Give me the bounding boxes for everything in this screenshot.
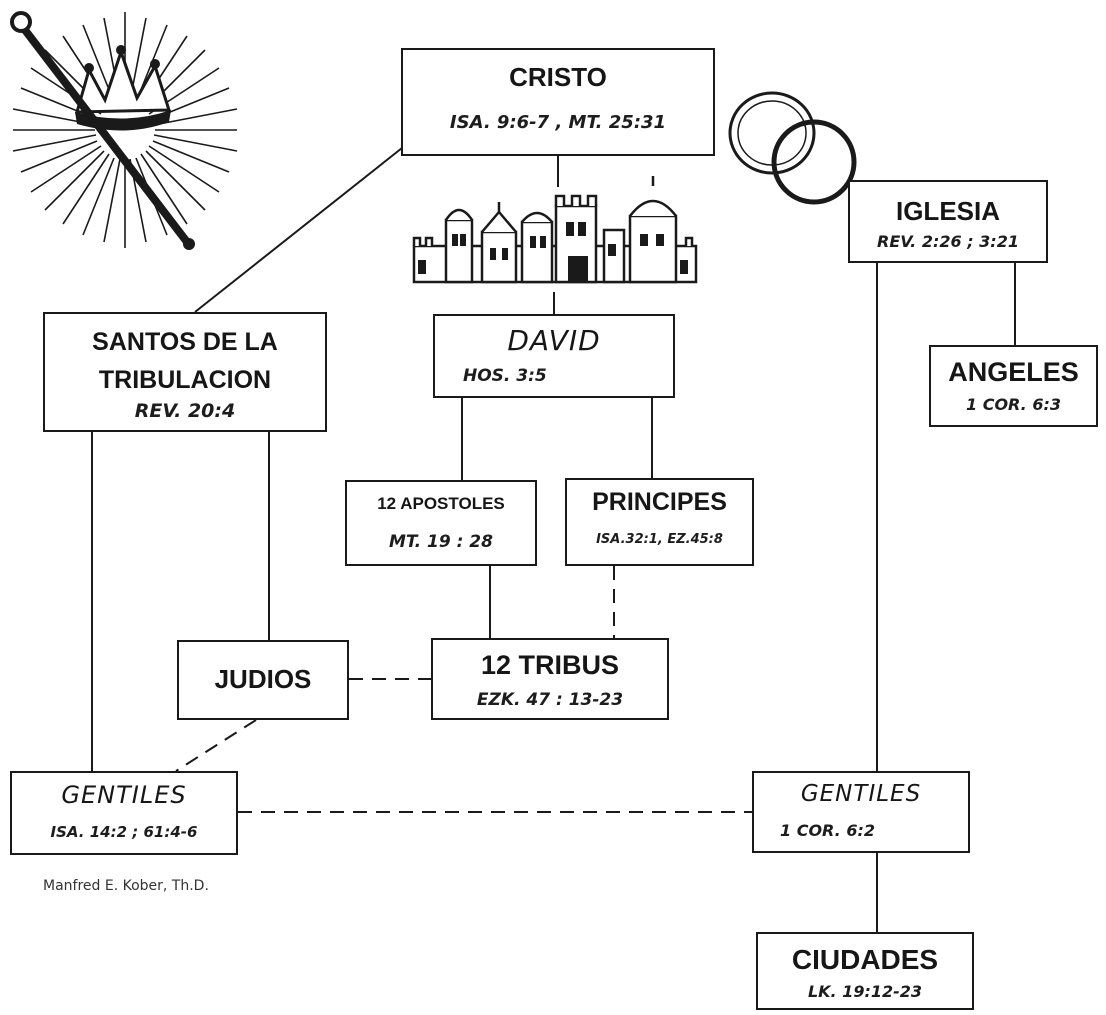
- node-principes-title: PRINCIPES: [592, 488, 727, 516]
- node-iglesia-ref: REV. 2:26 ; 3:21: [877, 232, 1019, 251]
- node-ciudades: CIUDADES LK. 19:12-23: [756, 932, 974, 1010]
- node-santos-ref: REV. 20:4: [134, 400, 236, 422]
- crown-scepter-icon: [10, 11, 238, 250]
- node-principes-ref: ISA.32:1, EZ.45:8: [596, 532, 723, 547]
- author-credit: Manfred E. Kober, Th.D.: [43, 878, 209, 894]
- node-angeles: ANGELES 1 COR. 6:3: [929, 345, 1098, 427]
- node-david: DAVID HOS. 3:5: [433, 314, 675, 398]
- node-gentiles-right-ref: 1 COR. 6:2: [780, 821, 875, 840]
- node-gentiles-right-title: GENTILES: [800, 781, 922, 807]
- node-gentiles-right: GENTILES 1 COR. 6:2: [752, 771, 970, 853]
- wedding-rings-icon: [728, 91, 857, 205]
- jerusalem-city-icon: [412, 176, 698, 284]
- node-david-title: DAVID: [507, 324, 601, 357]
- node-gentiles-left-title: GENTILES: [61, 781, 187, 809]
- node-santos: SANTOS DE LA TRIBULACION REV. 20:4: [43, 312, 327, 432]
- node-santos-title-1: SANTOS DE LA: [92, 328, 278, 356]
- node-ciudades-title: CIUDADES: [791, 944, 939, 975]
- dash-judios-gentiles: [175, 719, 257, 772]
- node-cristo-title: CRISTO: [509, 62, 607, 92]
- node-ciudades-ref: LK. 19:12-23: [807, 982, 923, 1001]
- node-iglesia-title: IGLESIA: [895, 196, 1000, 226]
- node-david-ref: HOS. 3:5: [463, 366, 547, 386]
- node-santos-title-2: TRIBULACION: [98, 366, 272, 394]
- node-angeles-title: ANGELES: [948, 357, 1079, 387]
- node-tribus-title: 12 TRIBUS: [480, 650, 620, 680]
- line-cristo-santos: [194, 147, 403, 313]
- node-apostoles: 12 APOSTOLES MT. 19 : 28: [345, 480, 537, 566]
- node-apostoles-title: 12 APOSTOLES: [377, 494, 505, 513]
- node-cristo: CRISTO ISA. 9:6-7 , MT. 25:31: [401, 48, 715, 156]
- node-principes: PRINCIPES ISA.32:1, EZ.45:8: [565, 478, 754, 566]
- node-apostoles-ref: MT. 19 : 28: [389, 532, 493, 552]
- node-gentiles-left: GENTILES ISA. 14:2 ; 61:4-6: [10, 771, 238, 855]
- node-judios: JUDIOS: [177, 640, 349, 720]
- node-gentiles-left-ref: ISA. 14:2 ; 61:4-6: [50, 823, 198, 841]
- node-tribus-ref: EZK. 47 : 13-23: [476, 690, 624, 710]
- node-judios-title: JUDIOS: [214, 664, 312, 694]
- node-iglesia: IGLESIA REV. 2:26 ; 3:21: [848, 180, 1048, 263]
- node-angeles-ref: 1 COR. 6:3: [966, 395, 1061, 414]
- node-cristo-ref: ISA. 9:6-7 , MT. 25:31: [449, 112, 667, 133]
- node-tribus: 12 TRIBUS EZK. 47 : 13-23: [431, 638, 669, 720]
